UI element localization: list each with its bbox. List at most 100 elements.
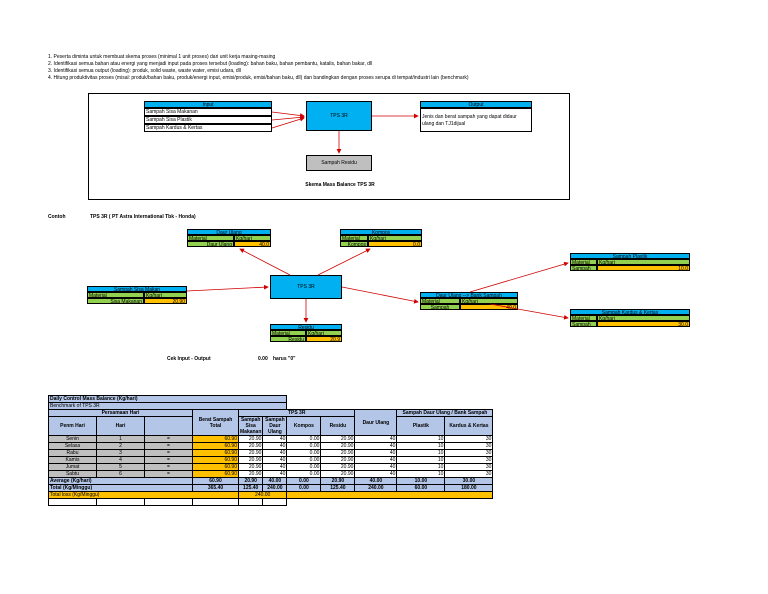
arrow-tps-to-bank xyxy=(341,286,419,304)
kompos-header: Kompos xyxy=(340,229,422,235)
cell-total: 60.90 xyxy=(192,435,239,443)
cell-daur: 40 xyxy=(354,463,398,471)
plastik-col1: Material xyxy=(570,259,597,265)
cell-plastik: 10 xyxy=(396,449,446,457)
cell-plastik: 10 xyxy=(396,463,446,471)
plastik-col2: Kg/hari xyxy=(597,259,690,265)
total-kompos: 0.00 xyxy=(286,484,322,492)
cek-note: harus "0" xyxy=(273,356,296,362)
arrow-bank-to-kardus xyxy=(489,303,569,320)
cell-daur: 40 xyxy=(354,470,398,478)
average-total: 60.90 xyxy=(192,477,239,485)
kompos-col2: Kg/hari xyxy=(368,235,422,241)
total-sisa: 125.40 xyxy=(237,484,264,492)
cell-no: 5 xyxy=(96,463,145,471)
arrow-bank-to-plastik xyxy=(469,261,569,293)
cell-plastik: 10 xyxy=(396,456,446,464)
kardus-col1: Material xyxy=(570,315,597,321)
kompos-value: 0.0 xyxy=(368,241,422,247)
cell-no: 1 xyxy=(96,435,145,443)
cell-day: Senin xyxy=(48,435,97,443)
average-kompos: 0.00 xyxy=(286,477,322,485)
cell-plastik: 10 xyxy=(396,442,446,450)
average-ulang: 40.00 xyxy=(262,477,288,485)
kardus-header: Sampah Kardus & Kertas xyxy=(570,309,690,315)
arrow-input-1 xyxy=(271,111,305,118)
header-hari: Hari xyxy=(96,416,145,436)
cell-residu: 20.90 xyxy=(320,435,356,443)
cell-no: 3 xyxy=(96,449,145,457)
kardus-item: Sampah xyxy=(570,321,597,327)
daur-ulang-col1: Material xyxy=(187,235,234,241)
cell-sisa: 20.90 xyxy=(237,449,264,457)
residu-header: Residu xyxy=(270,324,342,330)
cell-daur: 40 xyxy=(354,449,398,457)
cell-residu: 20.90 xyxy=(320,456,356,464)
cell-no: 6 xyxy=(96,470,145,478)
cell-sisa: 20.90 xyxy=(237,435,264,443)
cek-value: 0.00 xyxy=(258,356,268,362)
cell-eq: = xyxy=(144,435,193,443)
cell-daur: 40 xyxy=(354,442,398,450)
loss-value: 240.00 xyxy=(237,491,288,499)
average-kardus: 30.00 xyxy=(444,477,494,485)
arrow-input-3 xyxy=(271,116,305,129)
cell-total: 60.90 xyxy=(192,456,239,464)
cell-daur: 40 xyxy=(354,435,398,443)
cell-total: 60.90 xyxy=(192,470,239,478)
cell-residu: 20.90 xyxy=(320,449,356,457)
cell-sisa: 20.90 xyxy=(237,456,264,464)
cell-plastik: 10 xyxy=(396,435,446,443)
cell-total: 60.90 xyxy=(192,449,239,457)
cell-eq: = xyxy=(144,470,193,478)
bank-header: Daur Ulang --> Bank Sampah xyxy=(420,292,518,298)
arrow-tps-to-kompos xyxy=(317,248,371,276)
cell-ulang: 40 xyxy=(262,449,288,457)
cell-no: 2 xyxy=(96,442,145,450)
cell-kompos: 0.00 xyxy=(286,463,322,471)
cell-eq: = xyxy=(144,456,193,464)
header-daur-ulang: Daur Ulang xyxy=(354,409,398,436)
process-box: TPS 3R xyxy=(306,101,372,131)
cell-ulang: 40 xyxy=(262,456,288,464)
daur-ulang-value: 40.0 xyxy=(234,241,271,247)
cell-residu: 20.90 xyxy=(320,470,356,478)
cell-ulang: 40 xyxy=(262,442,288,450)
plastik-header: Sampah Plastik xyxy=(570,253,690,259)
cell-day: Kamis xyxy=(48,456,97,464)
cell-plastik: 10 xyxy=(396,470,446,478)
cell-total: 60.90 xyxy=(192,463,239,471)
residu-item: Residu xyxy=(270,336,306,342)
input-header: Input xyxy=(144,101,272,108)
sisa-makan-col2: Kg/hari xyxy=(144,292,187,298)
cell-ulang: 40 xyxy=(262,463,288,471)
header-bank: Sampah Daur Ulang / Bank Sampah xyxy=(396,409,494,417)
total-ulang: 240.00 xyxy=(262,484,288,492)
bank-item: Sampah xyxy=(420,304,460,310)
cell-ulang: 40 xyxy=(262,435,288,443)
example-label: Contoh xyxy=(48,214,66,220)
cell-kardus: 30 xyxy=(444,463,494,471)
cell-sisa: 20.90 xyxy=(237,442,264,450)
total-residu: 125.40 xyxy=(320,484,356,492)
header-sisa: Sampah Sisa Makanan xyxy=(237,416,264,436)
header-ulang: Sampah Daur Ulang xyxy=(262,416,288,436)
header-residu: Residu xyxy=(320,416,356,436)
input-item: Sampah Sisa Makanan xyxy=(144,108,272,116)
cell-kardus: 30 xyxy=(444,442,494,450)
total-total: 365.40 xyxy=(192,484,239,492)
cell-ulang: 40 xyxy=(262,470,288,478)
output-text: Jenis dan berat sampah yang dapat didaur… xyxy=(420,108,532,132)
bank-col2: Kg/hari xyxy=(460,298,518,304)
bank-col1: Material xyxy=(420,298,460,304)
residu-value: 20.9 xyxy=(306,336,342,342)
average-label: Average (Kg/hari) xyxy=(48,477,193,485)
bank-value: 40.0 xyxy=(460,304,518,310)
arrow-input-2 xyxy=(271,114,305,121)
cell-eq: = xyxy=(144,463,193,471)
schema-caption: Skema Mass Balance TPS 3R xyxy=(305,182,375,188)
daily-title: Daily Control Mass Balance (Kg/hari) xyxy=(47,395,288,403)
